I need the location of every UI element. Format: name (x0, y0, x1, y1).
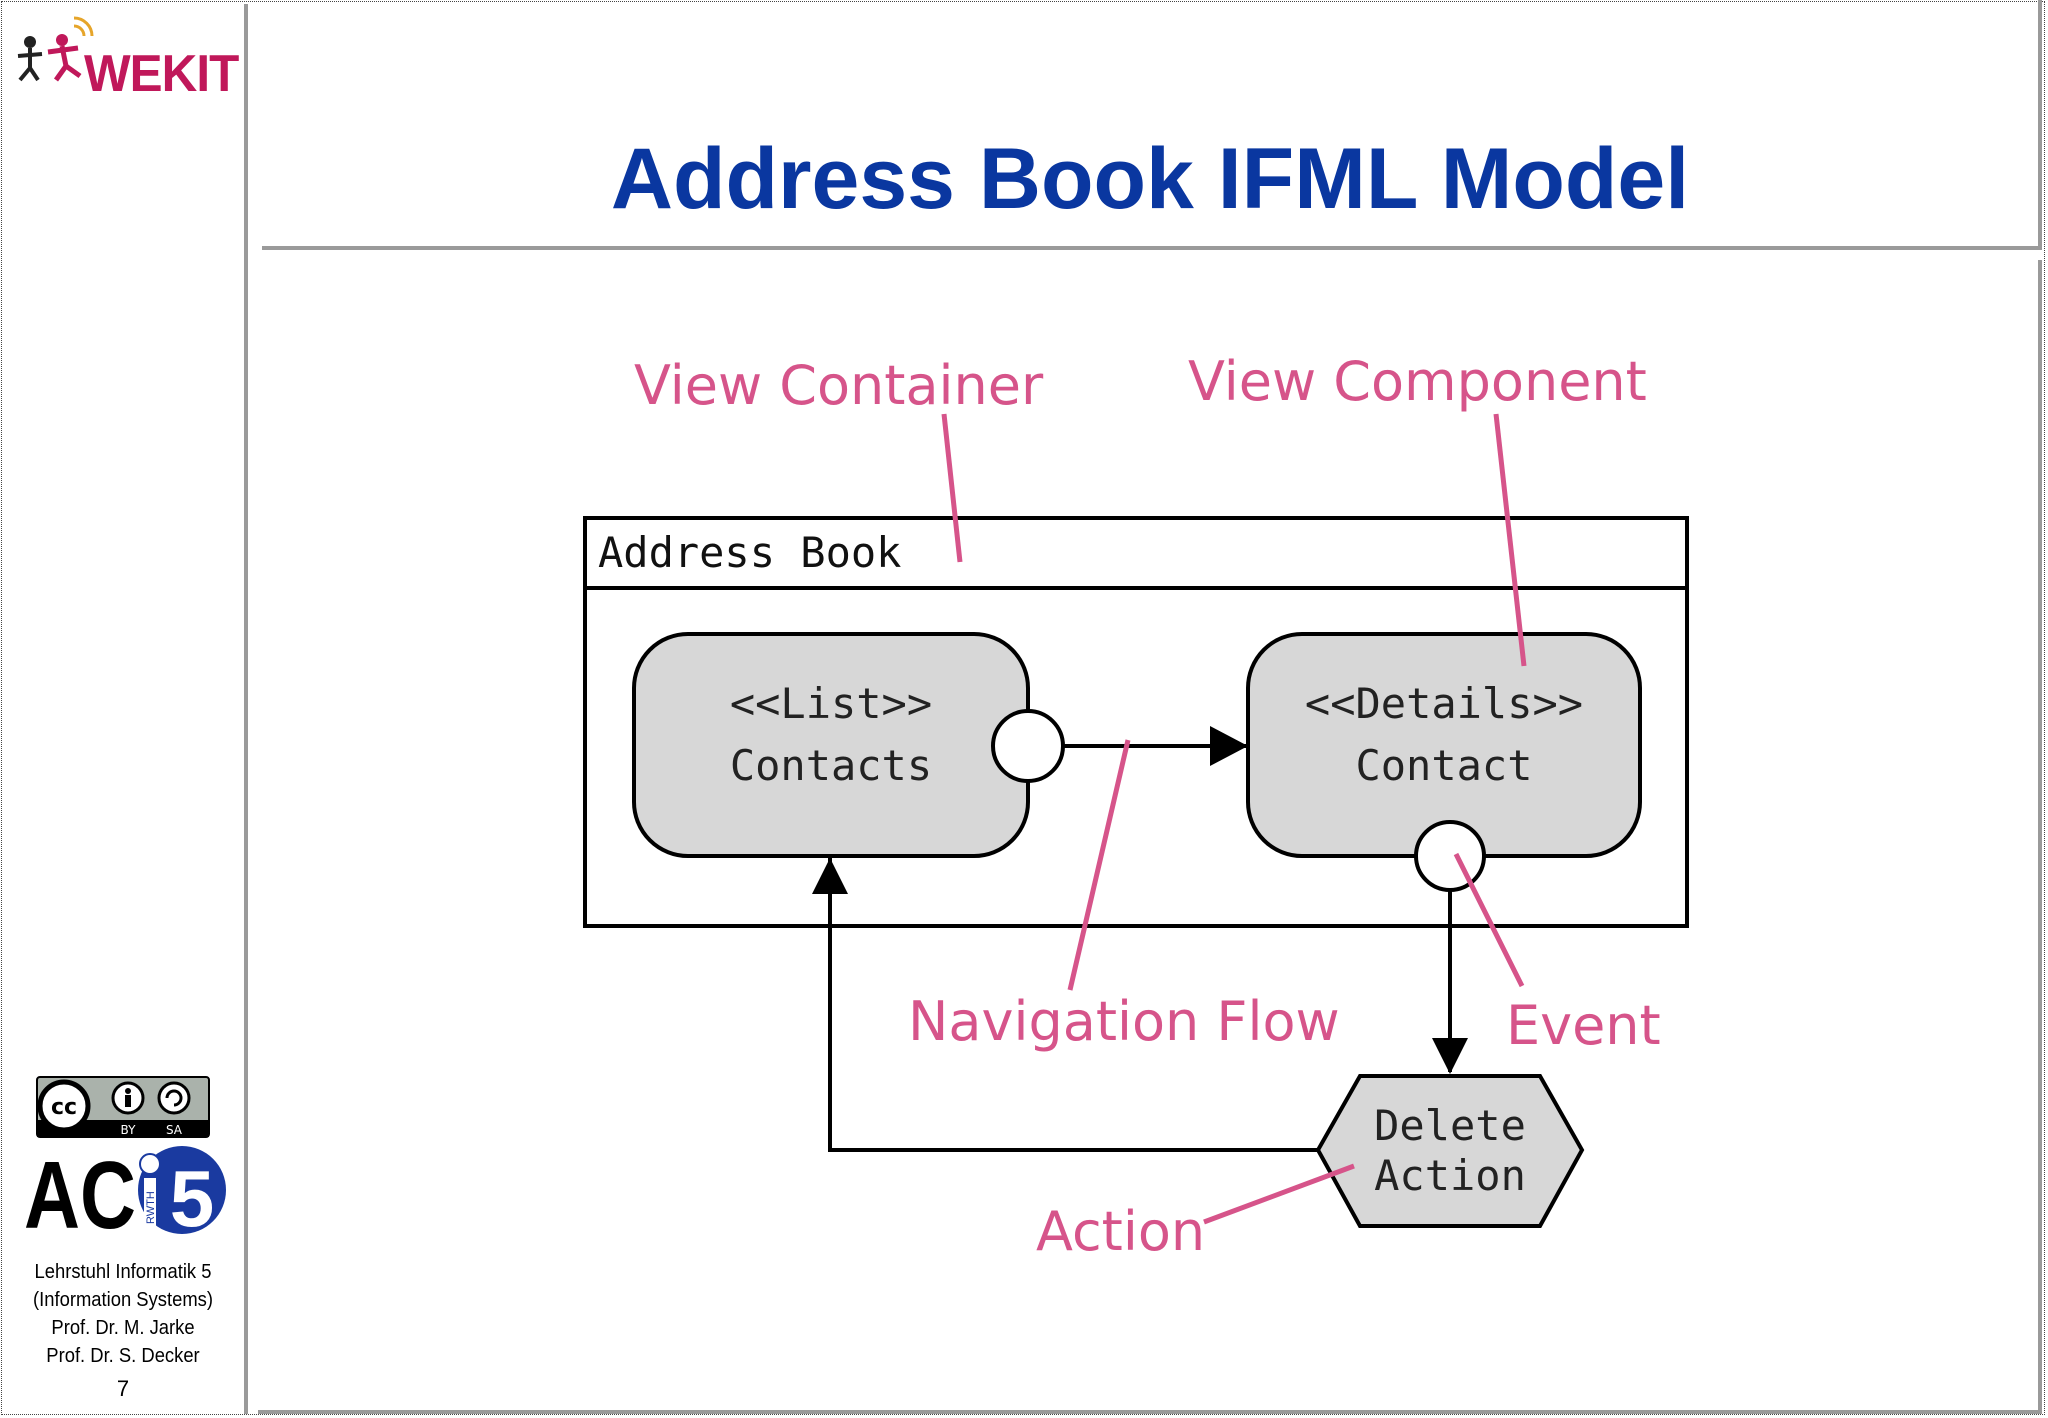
details-stereotype: <<Details>> (1305, 679, 1583, 728)
svg-text:RWTH: RWTH (145, 1191, 157, 1224)
footer-line: Prof. Dr. S. Decker (46, 1345, 200, 1367)
details-event (1414, 820, 1486, 892)
list-stereotype: <<List>> (730, 679, 932, 728)
content-rule-right (2038, 260, 2042, 1414)
svg-text:SA: SA (166, 1123, 183, 1137)
arrowhead (812, 858, 848, 894)
wekit-logo-text: WEKIT (84, 45, 239, 103)
container-label: Address Book (598, 528, 901, 577)
bottom-rule (258, 1410, 2042, 1414)
action-line1: Delete (1374, 1101, 1526, 1150)
cc-icon (37, 1079, 91, 1133)
annotation-view-component: View Component (1188, 350, 1647, 413)
annotation-navigation-flow: Navigation Flow (908, 990, 1340, 1053)
svg-text:5: 5 (170, 1154, 215, 1238)
annotation-event: Event (1506, 994, 1661, 1057)
list-component: <<List>> Contacts (632, 632, 1030, 858)
annotation-pointers (941, 413, 1527, 1225)
wekit-figure-icon (17, 16, 94, 82)
delete-action: Delete Action (1315, 1074, 1585, 1228)
annotation-view-container: View Container (634, 354, 1044, 417)
list-name: Contacts (730, 741, 932, 790)
svg-text:BY: BY (121, 1123, 137, 1137)
sidebar: WEKIT cc BY SA AC 5 RWTH Lehrstuhl Infor… (0, 0, 246, 1418)
sidebar-divider (244, 4, 248, 1414)
details-name: Contact (1355, 741, 1532, 790)
action-flow-line (828, 858, 1318, 1152)
arrowhead (1210, 726, 1248, 766)
title-rule-right (2038, 0, 2042, 250)
annotation-action: Action (1036, 1200, 1205, 1263)
arrowhead (1432, 1038, 1468, 1074)
footer-line: (Information Systems) (33, 1289, 213, 1311)
details-component: <<Details>> Contact (1246, 632, 1642, 858)
svg-text:AC: AC (24, 1142, 136, 1238)
slide-title: Address Book IFML Model (610, 131, 1690, 227)
page-number: 7 (116, 1376, 130, 1401)
share-alike-icon (157, 1081, 191, 1115)
wekit-logo (8, 14, 244, 104)
title-rule (262, 246, 2042, 250)
list-event (991, 709, 1065, 783)
svg-text:cc: cc (51, 1095, 77, 1120)
action-line2: Action (1374, 1151, 1526, 1200)
cc-by-sa-badge: cc BY SA (36, 1076, 210, 1138)
sidebar-footer: Lehrstuhl Informatik 5 (Information Syst… (10, 1258, 236, 1370)
footer-line: Prof. Dr. M. Jarke (51, 1317, 195, 1339)
footer-line: Lehrstuhl Informatik 5 (34, 1261, 212, 1283)
acis-logo: AC 5 RWTH (24, 1142, 226, 1238)
